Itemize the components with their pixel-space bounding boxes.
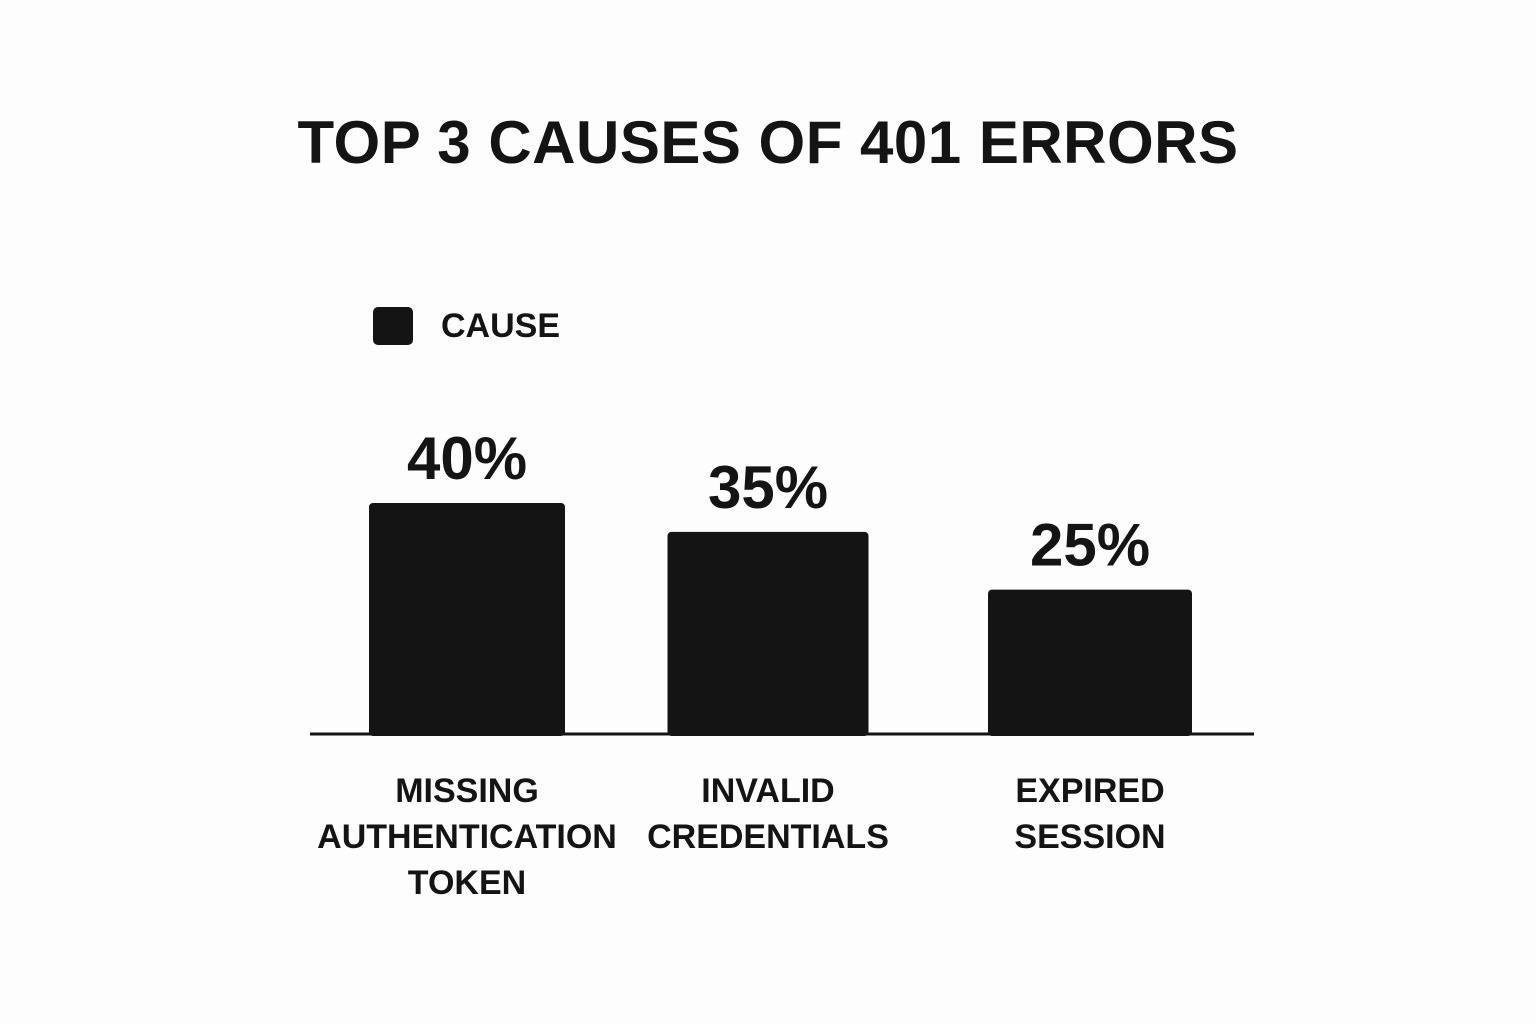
category-label: EXPIRED SESSION — [1014, 772, 1166, 856]
chart-title: TOP 3 CAUSES OF 401 ERRORS — [297, 109, 1239, 176]
bar — [369, 503, 565, 736]
bar-value-label: 40% — [407, 425, 527, 492]
legend: CAUSE — [373, 306, 560, 346]
bar-value-label: 35% — [708, 454, 828, 521]
category-label: MISSING AUTHENTICATION TOKEN — [317, 772, 617, 902]
bar — [988, 589, 1192, 736]
category-label: INVALID CREDENTIALS — [647, 772, 889, 856]
legend-label: CAUSE — [441, 306, 561, 345]
legend-swatch — [373, 307, 413, 345]
bar-value-label: 25% — [1030, 512, 1150, 579]
bar — [667, 531, 869, 736]
